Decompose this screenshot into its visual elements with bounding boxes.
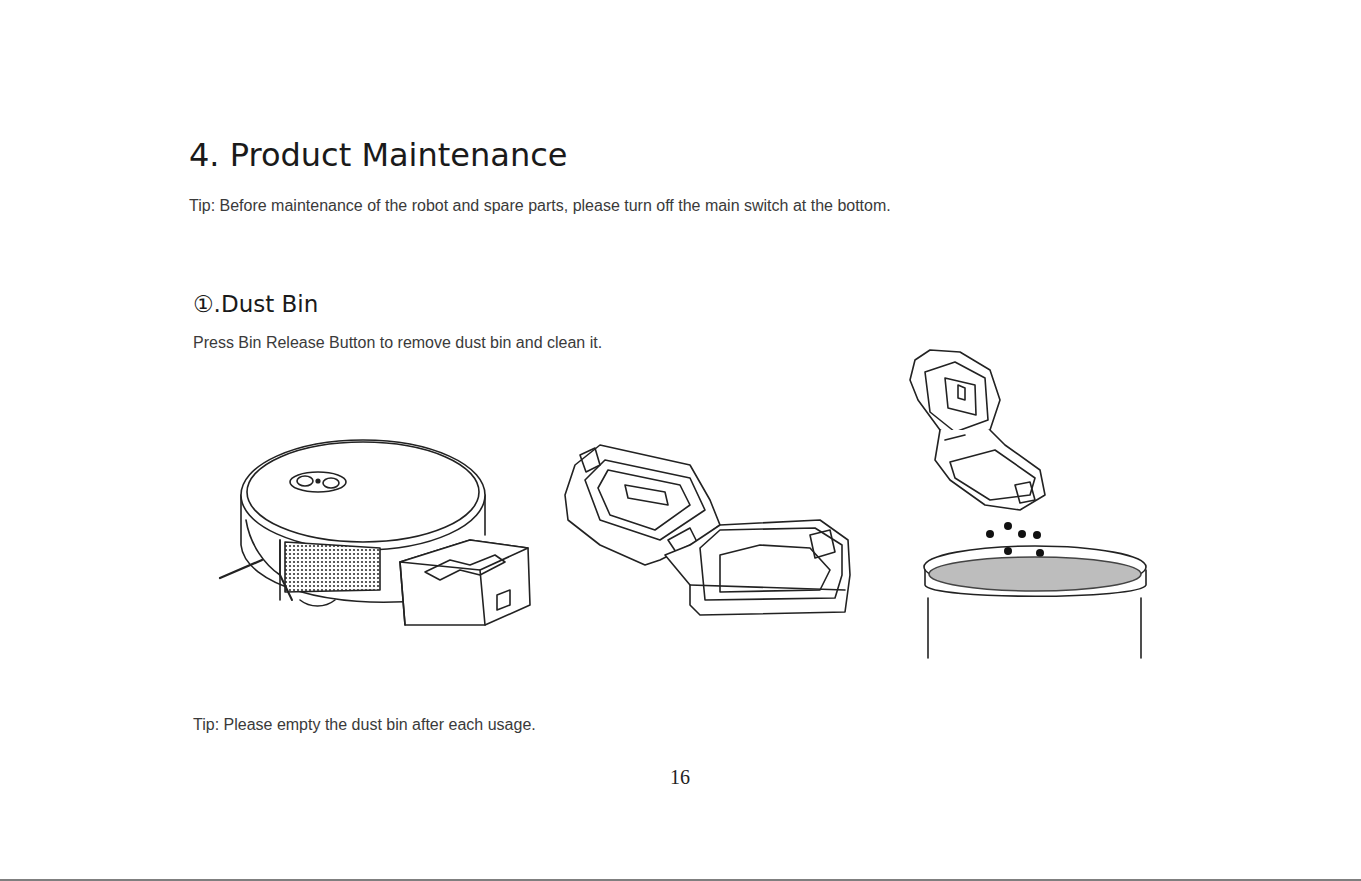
open-dust-bin xyxy=(565,445,850,615)
subsection-heading: ①.Dust Bin xyxy=(193,291,318,317)
page-edge-rule xyxy=(0,879,1361,881)
section-title: 4. Product Maintenance xyxy=(189,136,567,174)
safety-tip: Tip: Before maintenance of the robot and… xyxy=(189,197,891,215)
robot-figure xyxy=(220,440,530,625)
page-number: 16 xyxy=(670,766,690,789)
emptying-dust-bin xyxy=(910,350,1146,658)
instruction-text: Press Bin Release Button to remove dust … xyxy=(193,334,602,352)
usage-tip: Tip: Please empty the dust bin after eac… xyxy=(193,716,536,734)
